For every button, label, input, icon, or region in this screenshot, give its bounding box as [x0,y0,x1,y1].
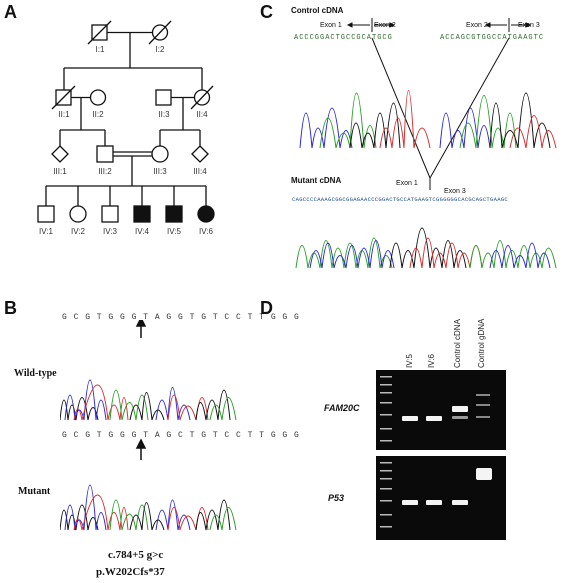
mut-trace [60,484,237,531]
pedigree-IV5 [165,205,183,223]
gene-label-p53: P53 [328,493,345,503]
pedigree-IV2 [69,205,87,223]
label-IV3: IV:3 [103,227,117,236]
lane-label-control-gdna: Control gDNA [477,318,486,368]
chromatogram-b [60,320,237,531]
lane-label-iv6: IV:6 [427,354,436,368]
label-IV4: IV:4 [135,227,149,236]
gel-fam20c [376,370,506,450]
ctrl-seq-left: ACCCGGACTGCCGCATGCG [294,34,393,42]
label-I2: I:2 [156,45,165,54]
wt-trace [60,379,237,421]
pedigree-II2 [89,89,107,106]
label-III4: III:4 [193,167,207,176]
chromatogram-c [295,18,557,269]
wildtype-label: Wild-type [14,368,57,379]
gel-image [376,370,506,540]
panel-label-a: A [4,2,17,22]
pedigree-II3 [155,89,172,106]
label-III1: III:1 [53,167,67,176]
ctrl-exon1-left: Exon 1 [320,22,342,29]
panel-label-c: C [260,2,273,22]
pedigree-III1 [51,145,69,163]
ctrl-exon2-right: Exon 2 [466,22,488,29]
pedigree-III4 [191,145,209,163]
mutant-sequence: G C G T G G G T A G C T G T C C T T G G … [62,431,300,440]
ctrl-seq-right: ACCAGCGTGGCCATGAAGTC [440,34,545,42]
panel-label-b: B [4,298,17,318]
lane-label-control-cdna: Control cDNA [453,318,462,368]
panel-label-d: D [260,298,273,318]
label-II2: II:2 [92,110,104,119]
label-IV6: IV:6 [199,227,213,236]
gene-label-fam20c: FAM20C [324,403,360,413]
pedigree-IV3 [101,205,119,223]
pedigree-chart: I:1 I:2 II:1 II:2 II:3 II:4 III:1 III:2 … [37,20,215,236]
arrow-wt [135,320,147,327]
control-cdna-title: Control cDNA [291,6,344,15]
lane-label-iv5: IV:5 [405,354,414,368]
pedigree-IV6 [197,205,215,223]
label-IV5: IV:5 [167,227,181,236]
label-III2: III:2 [98,167,112,176]
wildtype-sequence: G C G T G G G T A G G T G T C C T T G G … [62,313,300,322]
pedigree-IV1 [37,205,55,223]
pedigree-IV4 [133,205,151,223]
label-II1: II:1 [58,110,70,119]
label-IV2: IV:2 [71,227,85,236]
arrow-mut [135,438,147,449]
pedigree-III3 [151,145,169,163]
pedigree-III2 [96,145,114,163]
gel-labels: IV:5 IV:6 Control cDNA Control gDNA [405,318,486,368]
mutant-label: Mutant [18,486,51,497]
mutation-cdna: c.784+5 g>c [108,549,164,561]
mutation-protein: p.W202Cfs*37 [96,566,165,578]
mut-exon1: Exon 1 [396,180,418,187]
label-II3: II:3 [158,110,170,119]
label-III3: III:3 [153,167,167,176]
mutant-cdna-title: Mutant cDNA [291,176,342,185]
label-IV1: IV:1 [39,227,53,236]
mut-cdna-seq: CAGCCCCAAAGCGGCGGAGAACCCGGACTGCCATGAAGTC… [292,196,509,203]
mut-exon3: Exon 3 [444,188,466,195]
label-II4: II:4 [196,110,208,119]
label-I1: I:1 [96,45,105,54]
